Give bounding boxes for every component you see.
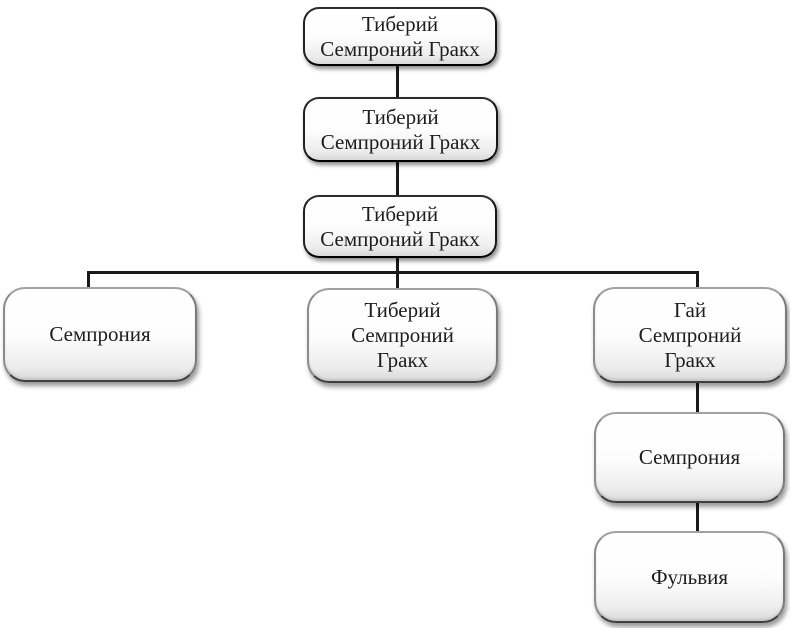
node-label: Семпрония	[49, 322, 151, 346]
node-sempronia-daughter: Семпрония	[594, 412, 785, 503]
node-tiberius-sempronius-gracchus-iv: Тиберий Семпроний Гракх	[307, 288, 498, 383]
node-sempronia: Семпрония	[3, 287, 197, 382]
node-label: Тиберий Семпроний Гракх	[320, 201, 480, 251]
node-fulvia: Фульвия	[594, 531, 785, 623]
connector-gen2-gen3	[396, 161, 399, 196]
node-tiberius-sempronius-gracchus-i: Тиберий Семпроний Гракх	[303, 7, 497, 66]
node-label: Тиберий Семпроний Гракх	[320, 11, 480, 61]
node-label: Тиберий Семпроний Гракх	[351, 298, 454, 372]
node-label: Тиберий Семпроний Гракх	[320, 104, 481, 154]
connector-stub-gaius	[696, 271, 699, 288]
node-label: Гай Семпроний Гракх	[638, 297, 742, 372]
connector-gaius-sempronia	[696, 382, 699, 413]
connector-siblings-horizontal	[87, 271, 699, 274]
connector-stub-sempronia	[87, 271, 90, 288]
connector-gen1-gen2	[396, 66, 399, 98]
node-label: Фульвия	[650, 564, 729, 589]
node-label: Семпрония	[638, 445, 741, 469]
node-gaius-sempronius-gracchus: Гай Семпроний Гракх	[593, 287, 787, 383]
node-tiberius-sempronius-gracchus-iii: Тиберий Семпроний Гракх	[303, 195, 497, 258]
node-tiberius-sempronius-gracchus-ii: Тиберий Семпроний Гракх	[303, 97, 498, 162]
connector-sempronia-fulvia	[696, 502, 699, 532]
